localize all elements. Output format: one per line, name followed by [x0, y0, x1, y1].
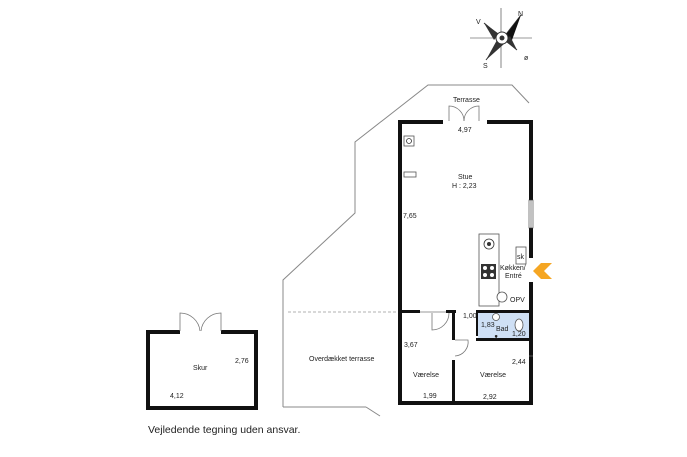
room-label-stue: Stue	[458, 174, 473, 181]
compass-rose: N V S ø	[470, 8, 532, 70]
dim-bad-depth: 1,83	[481, 322, 495, 329]
terrace-door	[448, 105, 480, 122]
dim-vaerelse-1-depth: 3,67	[404, 342, 418, 349]
room-label-overdaekket: Overdækket terrasse	[309, 356, 374, 363]
compass-south: S	[483, 63, 488, 70]
dim-skur-width: 4,12	[170, 393, 184, 400]
terrace-outline	[282, 84, 530, 417]
stove	[403, 135, 417, 178]
disclaimer-caption: Vejledende tegning uden ansvar.	[148, 424, 301, 436]
bathroom: ᴥ	[478, 313, 529, 341]
dim-skur-depth: 2,76	[235, 358, 249, 365]
room-label-terrasse: Terrasse	[453, 97, 480, 104]
dim-bad-width: 1,20	[512, 331, 526, 338]
room-label-stue-height: H : 2,23	[452, 183, 477, 190]
dim-vaerelse-2-depth: 2,44	[512, 359, 526, 366]
window-marks	[528, 199, 534, 357]
dim-stue-depth: 7,65	[403, 213, 417, 220]
bathroom-floor-drain: ᴥ	[494, 334, 499, 341]
room-label-kokken: Køkken/	[500, 265, 526, 272]
dim-hall-width: 1,00	[463, 313, 477, 320]
house-walls	[398, 120, 533, 405]
interior-doors	[420, 311, 469, 357]
room-label-entre: Entré	[505, 273, 522, 280]
fixture-opv: OPV	[510, 297, 525, 304]
compass-west: V	[476, 19, 481, 26]
dim-vaerelse-1-width: 1,99	[423, 393, 437, 400]
room-label-skur: Skur	[193, 365, 208, 372]
fixture-sk: sk	[517, 254, 525, 261]
compass-east: ø	[524, 55, 529, 62]
dim-stue-width: 4,97	[458, 127, 472, 134]
compass-north: N	[518, 11, 523, 18]
room-label-bad: Bad	[496, 326, 509, 333]
room-label-vaerelse-2: Værelse	[480, 372, 506, 379]
dim-vaerelse-2-width: 2,92	[483, 394, 497, 401]
room-label-vaerelse-1: Værelse	[413, 372, 439, 379]
kitchen-counter	[478, 233, 527, 307]
entry-arrow-icon	[533, 263, 552, 279]
shed	[146, 312, 258, 410]
